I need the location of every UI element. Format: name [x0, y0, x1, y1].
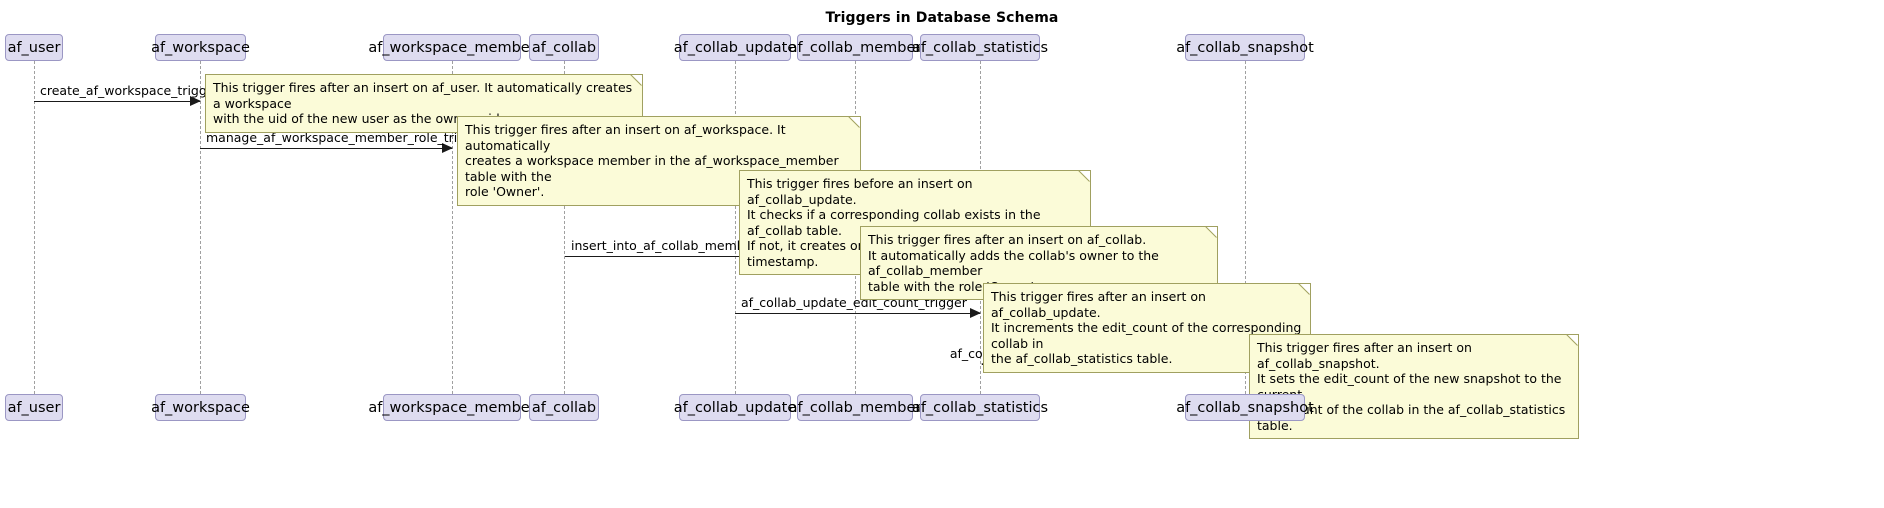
lifeline-af-collab-update — [735, 61, 736, 394]
participant-top-af-user[interactable]: af_user — [5, 34, 63, 61]
arrow-head-icon — [970, 308, 981, 318]
note-fold-edge-icon — [1204, 226, 1218, 240]
participant-bottom-af-collab-statistics[interactable]: af_collab_statistics — [912, 394, 1048, 421]
participant-top-af-workspace[interactable]: af_workspace — [151, 34, 250, 61]
lifeline-af-collab — [564, 61, 565, 394]
participant-bottom-af-collab-snapshot[interactable]: af_collab_snapshot — [1176, 394, 1314, 421]
note-fold-edge-icon — [1297, 283, 1311, 297]
message-label: manage_af_workspace_member_role_trigger — [206, 130, 486, 145]
participant-bottom-af-collab[interactable]: af_collab — [529, 394, 599, 421]
note-text: This trigger fires after an insert on af… — [465, 122, 839, 199]
note-fold-edge-icon — [847, 116, 861, 130]
participant-bottom-af-collab-member[interactable]: af_collab_member — [789, 394, 921, 421]
message-manage-af-workspace-member-role-trigger[interactable]: manage_af_workspace_member_role_trigger — [200, 130, 486, 153]
message-create-af-workspace-trigger[interactable]: create_af_workspace_trigger — [34, 83, 220, 106]
diagram-title: Triggers in Database Schema — [825, 10, 1059, 26]
message-label: create_af_workspace_trigger — [40, 83, 220, 98]
participant-bottom-af-workspace-member[interactable]: af_workspace_member — [368, 394, 536, 421]
note-text: This trigger fires after an insert on af… — [213, 80, 633, 126]
participant-top-af-collab-update[interactable]: af_collab_update — [674, 34, 796, 61]
participant-top-af-collab-statistics[interactable]: af_collab_statistics — [912, 34, 1048, 61]
lifeline-af-workspace — [200, 61, 201, 394]
participant-top-af-collab[interactable]: af_collab — [529, 34, 599, 61]
arrow-head-icon — [442, 143, 453, 153]
lifeline-af-user — [34, 61, 35, 394]
note-text: This trigger fires after an insert on af… — [991, 289, 1302, 366]
participant-top-af-collab-snapshot[interactable]: af_collab_snapshot — [1176, 34, 1314, 61]
message-af-collab-update-edit-count-trigger[interactable]: af_collab_update_edit_count_trigger — [735, 295, 981, 318]
note-box: This trigger fires after an insert on af… — [1249, 334, 1579, 439]
participant-bottom-af-collab-update[interactable]: af_collab_update — [674, 394, 796, 421]
arrow-head-icon — [190, 96, 201, 106]
note-fold-edge-icon — [1565, 334, 1579, 348]
note-fold-edge-icon — [1077, 170, 1091, 184]
note-fold-edge-icon — [629, 74, 643, 88]
lifeline-af-collab-snapshot — [1245, 61, 1246, 394]
note-box: This trigger fires after an insert on af… — [860, 226, 1218, 300]
participant-bottom-af-workspace[interactable]: af_workspace — [151, 394, 250, 421]
participant-top-af-workspace-member[interactable]: af_workspace_member — [368, 34, 536, 61]
lifeline-af-workspace-member — [452, 61, 453, 394]
participant-top-af-collab-member[interactable]: af_collab_member — [789, 34, 921, 61]
participant-bottom-af-user[interactable]: af_user — [5, 394, 63, 421]
